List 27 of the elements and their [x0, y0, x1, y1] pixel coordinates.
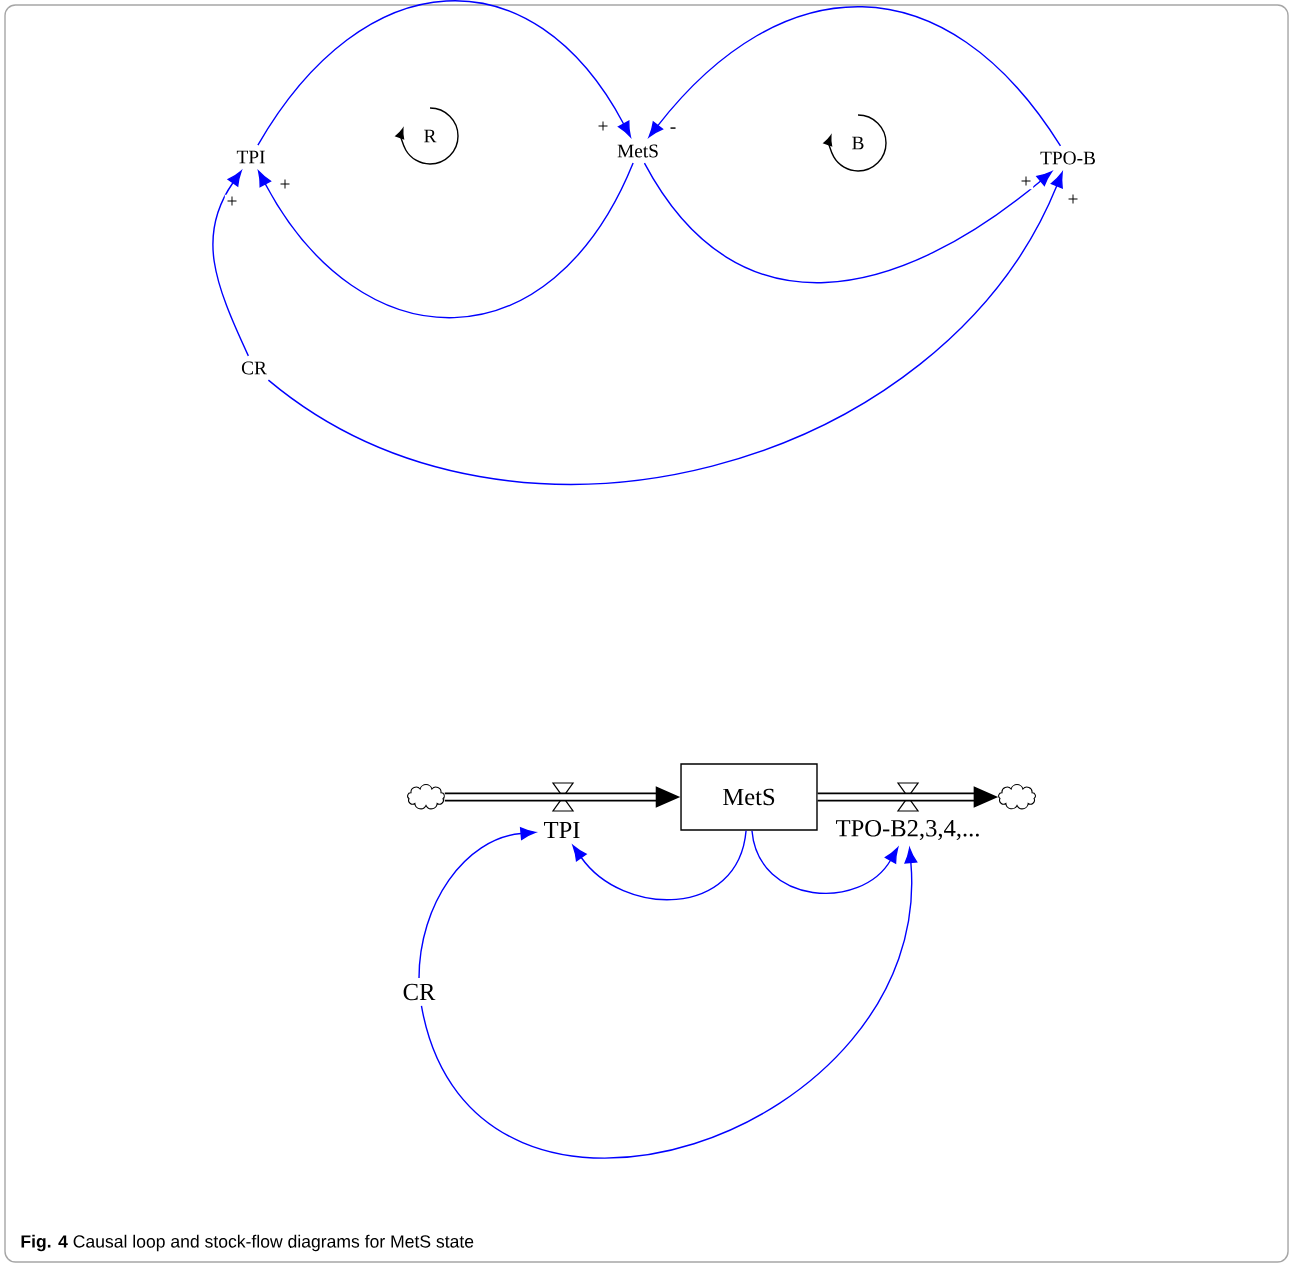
- polarity-sign: +: [277, 177, 293, 193]
- arrow: [648, 6, 1062, 147]
- variable-label: TPO-B2,3,4,...: [836, 819, 979, 840]
- polarity-sign: +: [224, 194, 240, 210]
- arrow: [572, 830, 747, 901]
- variable-label: CR: [241, 361, 267, 375]
- arrow: [418, 827, 536, 979]
- polarity-sign: +: [1065, 192, 1081, 208]
- stock-box: MetS: [680, 763, 818, 831]
- polarity-sign: +: [595, 119, 611, 135]
- cloud-symbol: [998, 783, 1036, 810]
- arrow: [751, 830, 899, 895]
- caption: Fig. 4 Causal loop and stock-flow diagrams for MetS state: [21, 1234, 474, 1252]
- variable-label: TPI: [544, 821, 580, 839]
- arrow: [643, 162, 1053, 284]
- variable-label: MetS: [617, 144, 658, 158]
- arrow: [212, 170, 250, 357]
- variable-label: TPO-B: [1040, 151, 1095, 165]
- polarity-sign: -: [668, 125, 678, 135]
- polarity-sign: +: [1018, 174, 1034, 190]
- arrow: [257, 162, 634, 319]
- arrow: [267, 171, 1063, 485]
- variable-label: TPI: [236, 150, 265, 164]
- variable-label: CR: [403, 983, 436, 1001]
- arrow: [420, 847, 918, 1158]
- arrow: [257, 0, 631, 146]
- cloud-symbol: [407, 783, 445, 810]
